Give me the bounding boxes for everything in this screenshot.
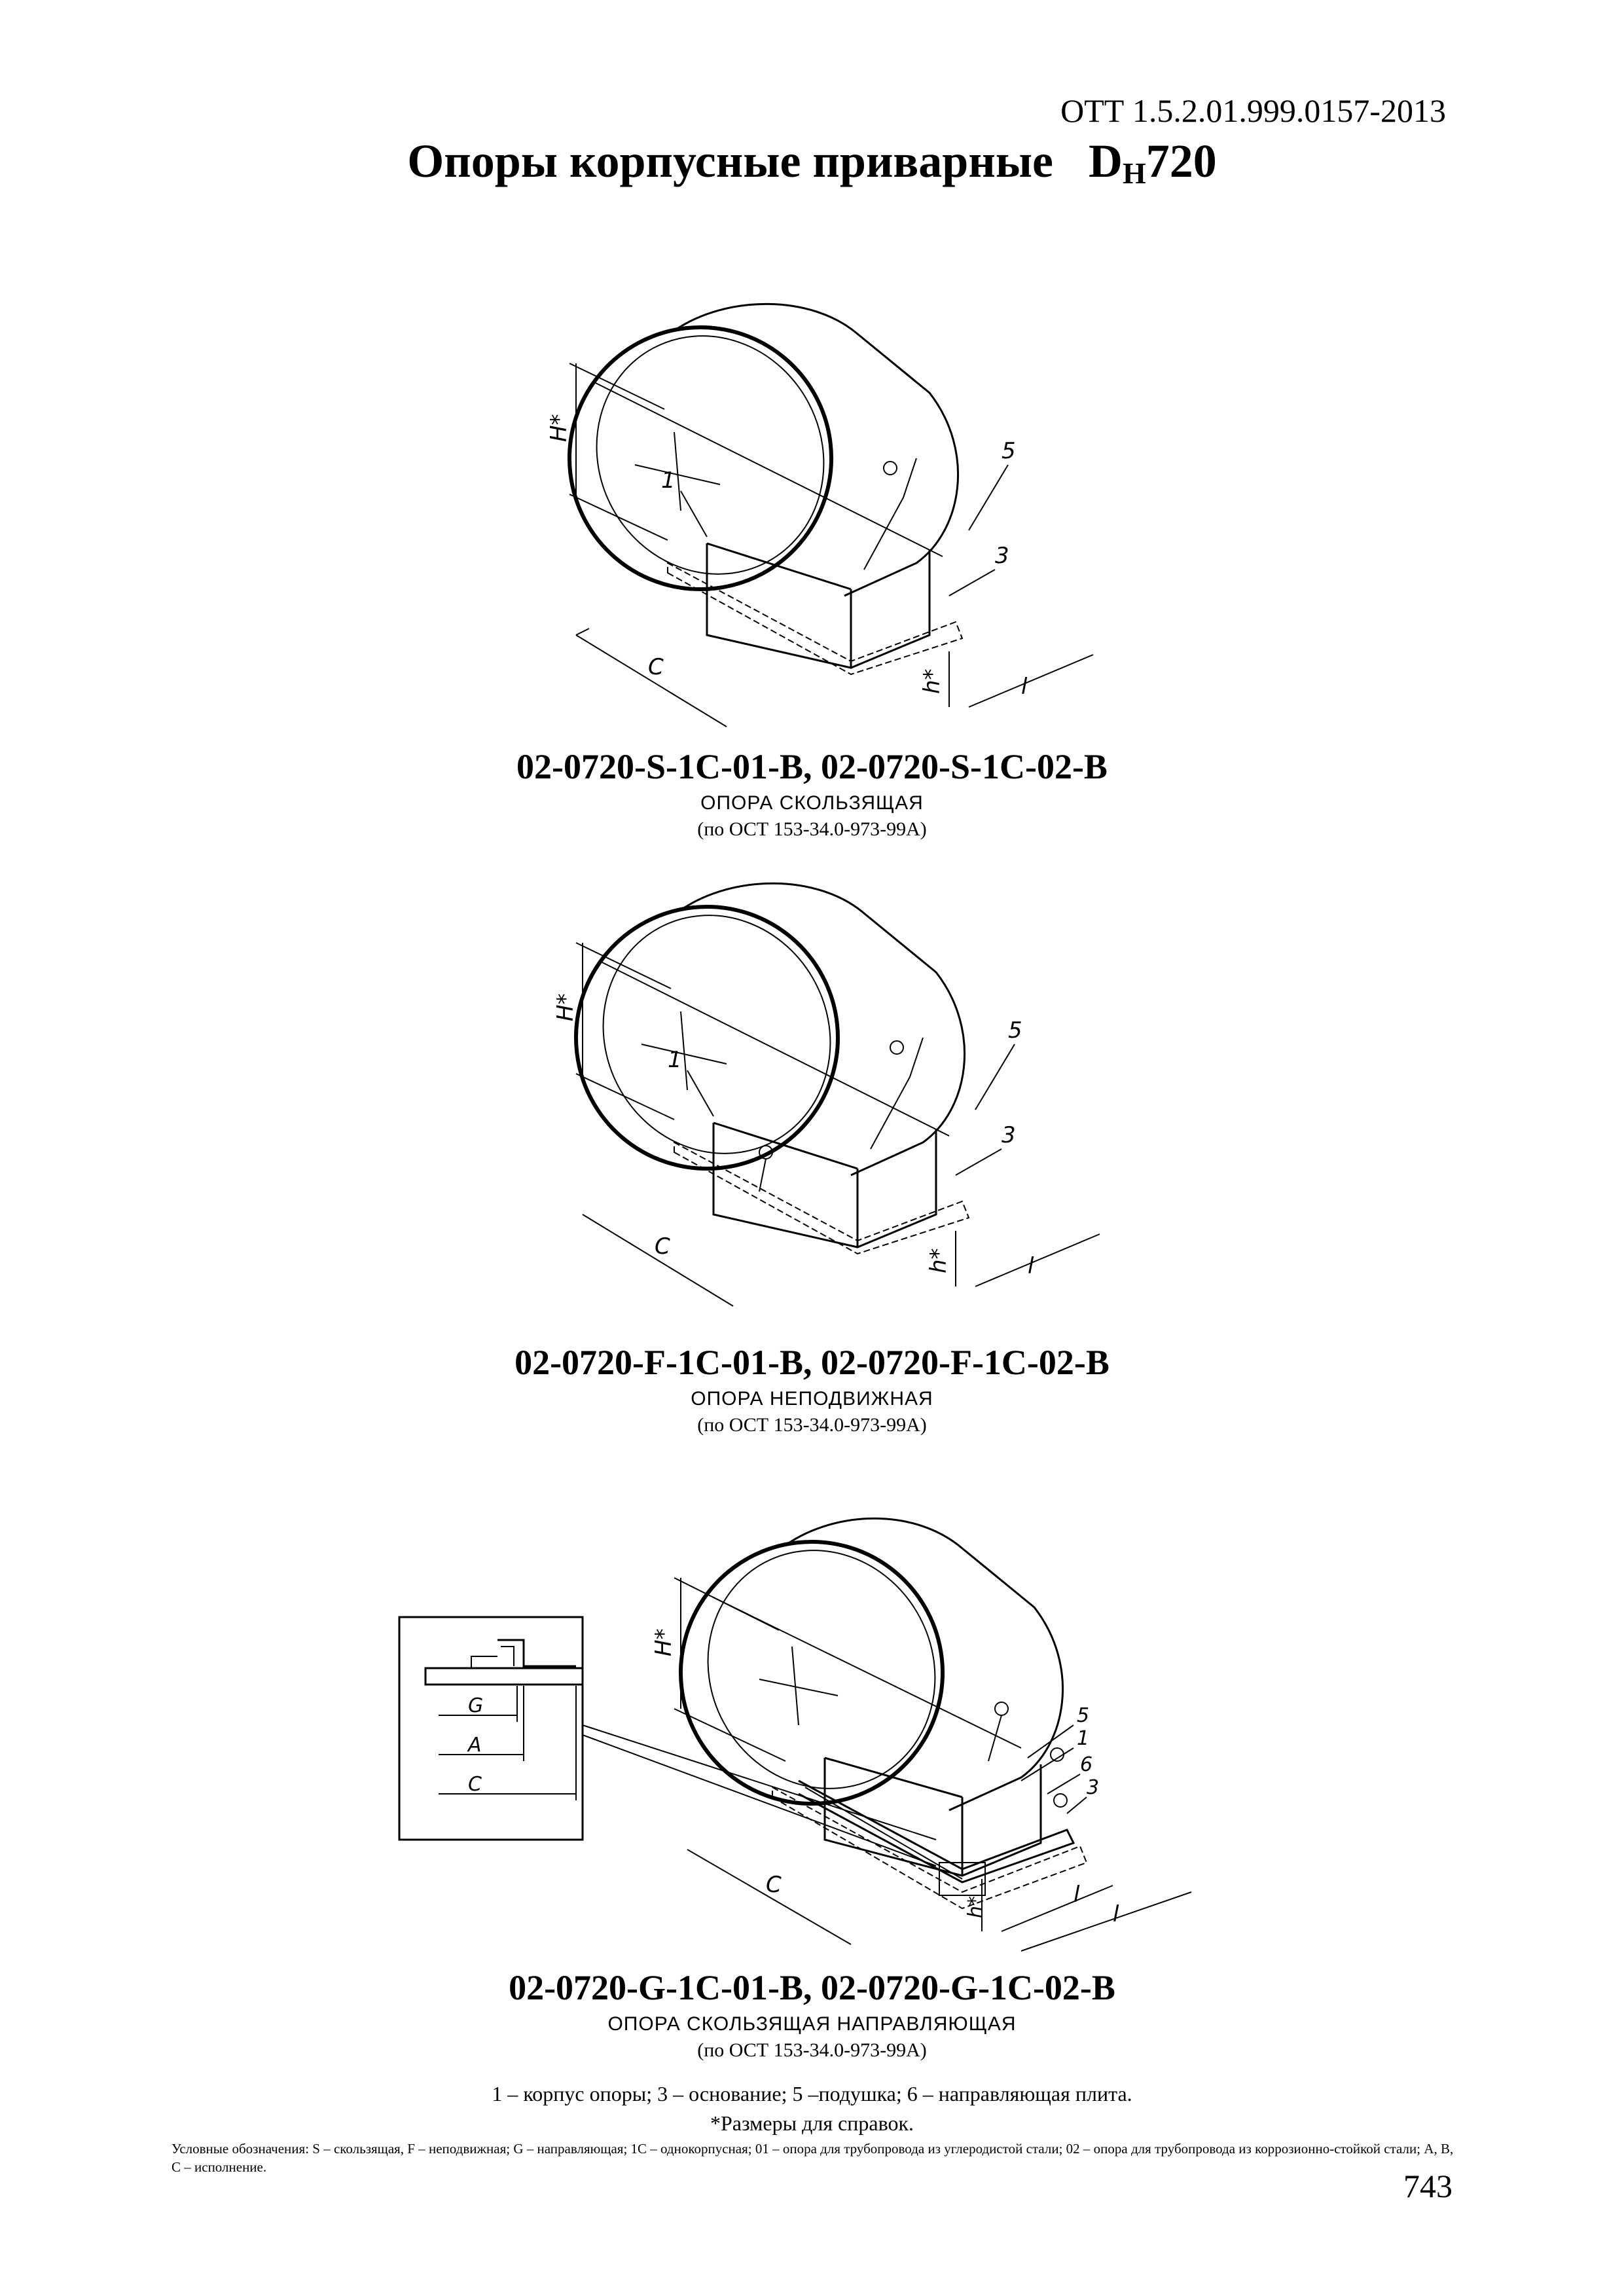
label-l-2: l: [1113, 1901, 1119, 1927]
figure-3-reference: (по ОСТ 153-34.0-973-99А): [697, 2039, 927, 2061]
label-p5: 5: [1008, 1017, 1022, 1044]
label-h: h*: [926, 1248, 952, 1273]
pipe-inner-rim: [707, 1550, 936, 1789]
title-main: Опоры корпусные приварные: [407, 135, 1054, 187]
document-code: ОТТ 1.5.2.01.999.0157-2013: [1060, 92, 1446, 129]
page-title: Опоры корпусные приварные DH720: [0, 134, 1624, 191]
dimensions-note: *Размеры для справок.: [710, 2111, 914, 2135]
figure-3-drawing: G A C H* 5 1 6 3 C h* l l: [398, 1517, 1192, 1952]
detail-guide: [497, 1639, 576, 1667]
label-p3: 3: [995, 543, 1009, 569]
detail-plate: [424, 1667, 584, 1686]
detail-label-A: A: [467, 1734, 482, 1757]
label-p5: 5: [1001, 438, 1016, 464]
support-body: [706, 543, 931, 669]
figure-1-drawing: H* 1 5 3 C h* l: [550, 302, 1094, 727]
label-l: l: [1021, 674, 1028, 700]
label-H: H*: [550, 414, 572, 442]
label-p1: 1: [668, 1047, 682, 1073]
label-p1: 1: [1077, 1727, 1089, 1750]
label-h: h*: [919, 668, 945, 694]
label-H: H*: [552, 993, 579, 1021]
figure-1-code: 02-0720-S-1C-01-B, 02-0720-S-1C-02-B: [516, 747, 1108, 786]
figure-1-name: ОПОРА СКОЛЬЗЯЩАЯ: [700, 792, 924, 814]
label-p3: 3: [1087, 1776, 1099, 1799]
pipe-inner-rim: [602, 915, 831, 1154]
base-plate: [772, 1786, 1088, 1910]
figure-1-reference: (по ОСТ 153-34.0-973-99А): [697, 818, 927, 840]
label-p5: 5: [1077, 1704, 1089, 1727]
base-plate: [674, 1141, 970, 1255]
base-plate: [667, 562, 964, 676]
support-body: [712, 1123, 937, 1248]
title-d: D: [1089, 135, 1123, 187]
pipe-body: [785, 1517, 1064, 1812]
footnote: Условные обозначения: S – скользящая, F …: [171, 2141, 1454, 2175]
guide-rails: [798, 1779, 1075, 1884]
detail-inset-frame: [398, 1616, 584, 1841]
support-body: [823, 1758, 1042, 1877]
figure-2-drawing: H* 1 5 3 C h* l: [552, 882, 1100, 1307]
figure-3-name: ОПОРА СКОЛЬЗЯЩАЯ НАПРАВЛЯЮЩАЯ: [607, 2013, 1017, 2035]
title-size: 720: [1146, 135, 1217, 187]
label-p3: 3: [1001, 1122, 1016, 1148]
pipe-inner-rim: [596, 335, 825, 575]
label-C: C: [766, 1872, 782, 1898]
title-subscript: H: [1123, 156, 1146, 190]
page-number: 743: [1403, 2168, 1453, 2204]
label-p1: 1: [661, 467, 676, 494]
label-l-1: l: [1074, 1882, 1080, 1908]
pipe-front-rim: [574, 905, 840, 1171]
figure-3-code: 02-0720-G-1C-01-B, 02-0720-G-1C-02-B: [509, 1968, 1115, 2007]
pipe-body: [674, 302, 960, 597]
pipe-front-rim: [679, 1540, 945, 1806]
label-C: C: [655, 1233, 670, 1260]
label-C: C: [648, 654, 664, 680]
label-h: h*: [964, 1896, 987, 1918]
pipe-body: [680, 882, 966, 1176]
parts-legend: 1 – корпус опоры; 3 – основание; 5 –поду…: [492, 2082, 1132, 2105]
label-l: l: [1028, 1253, 1034, 1279]
figure-2-code: 02-0720-F-1C-01-B, 02-0720-F-1C-02-B: [514, 1343, 1110, 1382]
figure-2-name: ОПОРА НЕПОДВИЖНАЯ: [691, 1388, 933, 1410]
detail-label-G: G: [468, 1694, 483, 1717]
detail-label-C: C: [468, 1773, 482, 1796]
pipe-front-rim: [568, 325, 833, 591]
figure-2-reference: (по ОСТ 153-34.0-973-99А): [697, 1414, 927, 1436]
detail-marker: [939, 1862, 986, 1896]
label-p6: 6: [1080, 1753, 1092, 1776]
label-H: H*: [651, 1628, 677, 1656]
